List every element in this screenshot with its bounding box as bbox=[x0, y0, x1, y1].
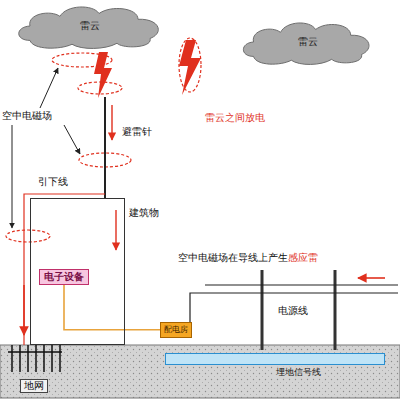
node-text: 电子设备 bbox=[44, 271, 84, 283]
illustration-line bbox=[11, 345, 13, 372]
illustration-line bbox=[261, 270, 264, 350]
illustration-line bbox=[43, 345, 45, 372]
illustration-line bbox=[358, 277, 385, 279]
illustration-line bbox=[115, 210, 116, 250]
earth-grid-label: 地网 bbox=[20, 379, 48, 393]
node-text: 配电房 bbox=[164, 325, 188, 335]
thundercloud: 雷云 bbox=[15, 2, 165, 50]
illustration-line bbox=[19, 345, 21, 372]
induction-keyword: 感应雷 bbox=[288, 252, 318, 264]
signal-cable-band: 埋地信号线 bbox=[165, 353, 385, 365]
illustration-line bbox=[64, 125, 80, 154]
cloud-path bbox=[19, 7, 159, 48]
power-line-label: 电源线 bbox=[276, 305, 310, 317]
illustration-line bbox=[23, 285, 25, 335]
building-outline: 建筑物电子设备 bbox=[30, 198, 125, 345]
rod-label: 避雷针 bbox=[122, 126, 152, 138]
node-text: 雷云 bbox=[80, 20, 100, 32]
node-text: 建筑物 bbox=[129, 207, 159, 219]
illustration-line bbox=[334, 270, 337, 350]
illustration-line bbox=[8, 351, 62, 353]
wire-connector bbox=[64, 285, 160, 330]
illustration-ellipse bbox=[52, 53, 112, 67]
illustration-ellipse bbox=[78, 82, 122, 94]
illustration-ellipse bbox=[6, 230, 50, 242]
thundercloud: 雷云 bbox=[240, 18, 375, 66]
illustration-polygon bbox=[179, 40, 201, 95]
device-box: 电子设备 bbox=[39, 269, 89, 285]
node-text: 雷云 bbox=[298, 36, 318, 48]
discharge-label: 雷云之间放电 bbox=[205, 112, 265, 124]
illustration-line bbox=[111, 105, 112, 140]
power-room-box: 配电房 bbox=[160, 322, 192, 338]
illustration-path bbox=[205, 284, 398, 285]
illustration-line bbox=[12, 125, 13, 228]
illustration-polygon bbox=[94, 52, 112, 98]
illustration-g bbox=[262, 270, 335, 350]
node-text: 埋地信号线 bbox=[274, 367, 323, 378]
illustration-ellipse bbox=[179, 38, 201, 92]
illustration-line bbox=[104, 97, 106, 198]
illustration-line bbox=[59, 345, 61, 372]
illustration-rect bbox=[0, 345, 400, 398]
illustration-path bbox=[190, 293, 398, 322]
illustration-line bbox=[40, 68, 58, 108]
conductor-label: 引下线 bbox=[38, 176, 68, 188]
illustration-line bbox=[51, 345, 53, 372]
illustration-g bbox=[6, 38, 201, 242]
cloud-path bbox=[243, 23, 369, 64]
illustration-line bbox=[27, 345, 29, 372]
induction-label: 空中电磁场在导线上产生 bbox=[178, 252, 288, 264]
field-label: 空中电磁场 bbox=[2, 110, 52, 122]
illustration-line bbox=[35, 345, 37, 372]
illustration-g bbox=[8, 345, 62, 372]
